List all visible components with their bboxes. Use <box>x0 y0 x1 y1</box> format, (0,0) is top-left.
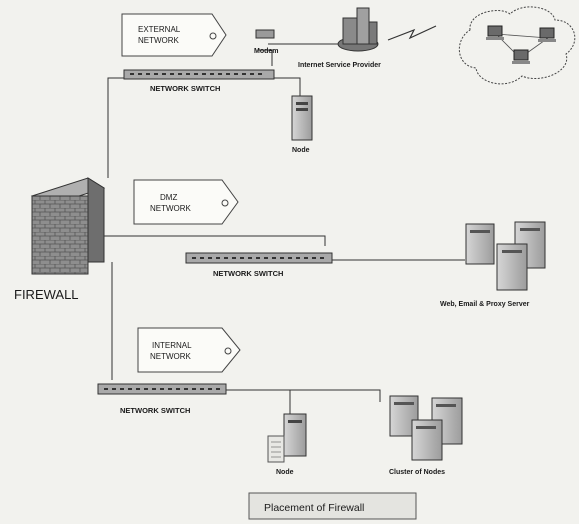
lightning-link-icon <box>388 26 436 40</box>
network-switch-icon <box>186 253 332 263</box>
network-switch-middle: NETWORK SWITCH <box>186 253 332 278</box>
switch-bottom-label: NETWORK SWITCH <box>120 406 190 415</box>
firewall-brick-wall-icon <box>32 178 104 274</box>
line-internal-switch-to-node <box>225 390 290 414</box>
firewall-label: FIREWALL <box>14 287 79 302</box>
internet-cloud <box>459 7 574 84</box>
modem-icon <box>256 30 274 38</box>
internal-network-label-2: NETWORK <box>150 352 192 361</box>
modem-label: Modem <box>254 48 279 55</box>
modem: Modem <box>254 30 279 55</box>
dmz-network-label-2: NETWORK <box>150 204 192 213</box>
line-switch-to-node-top <box>265 78 300 96</box>
network-switch-top: NETWORK SWITCH <box>124 70 274 93</box>
server-cluster-icon <box>390 396 462 460</box>
node-top: Node <box>292 96 312 154</box>
network-switch-icon <box>98 384 226 394</box>
isp-building-icon <box>338 8 378 51</box>
internal-network-label-1: INTERNAL <box>152 341 192 350</box>
external-network-label-1: EXTERNAL <box>138 25 181 34</box>
computer-icon <box>486 26 504 40</box>
line-switch-to-firewall-top <box>108 78 124 178</box>
server-cluster-icon <box>466 222 545 290</box>
servers-label: Web, Email & Proxy Server <box>440 301 530 308</box>
external-network-tag: EXTERNAL NETWORK <box>122 14 226 56</box>
switch-top-label: NETWORK SWITCH <box>150 84 220 93</box>
node-bottom-label: Node <box>276 469 294 476</box>
isp: Internet Service Provider <box>298 8 381 69</box>
web-email-proxy-servers: Web, Email & Proxy Server <box>440 222 545 308</box>
firewall: FIREWALL <box>14 178 104 302</box>
cluster-label: Cluster of Nodes <box>389 469 445 476</box>
external-network-label-2: NETWORK <box>138 36 180 45</box>
dmz-network-tag: DMZ NETWORK <box>134 180 238 224</box>
cluster-of-nodes: Cluster of Nodes <box>389 396 462 476</box>
caption-box: Placement of Firewall <box>249 493 416 519</box>
network-switch-bottom: NETWORK SWITCH <box>98 384 226 415</box>
line-firewall-to-dmz <box>90 236 325 246</box>
server-tower-icon <box>292 96 312 140</box>
switch-middle-label: NETWORK SWITCH <box>213 269 283 278</box>
node-bottom: Node <box>268 414 306 476</box>
computer-icon <box>538 28 556 42</box>
line-internal-switch-to-cluster <box>290 390 380 402</box>
caption-label: Placement of Firewall <box>264 502 364 514</box>
network-switch-icon <box>124 70 274 79</box>
computer-icon <box>512 50 530 64</box>
internet-cloud-icon <box>459 7 574 84</box>
isp-label: Internet Service Provider <box>298 62 381 69</box>
internal-network-tag: INTERNAL NETWORK <box>138 328 240 372</box>
server-tower-icon <box>268 414 306 462</box>
dmz-network-label-1: DMZ <box>160 193 177 202</box>
node-top-label: Node <box>292 147 310 154</box>
